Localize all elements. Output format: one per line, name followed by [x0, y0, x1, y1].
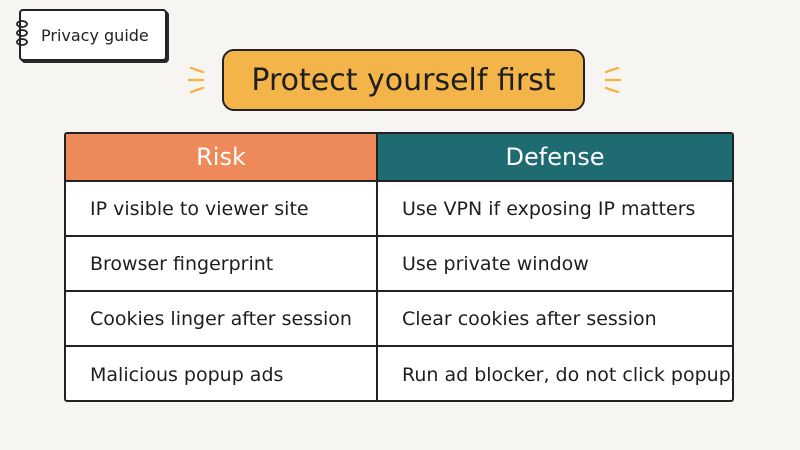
defense-cell: Run ad blocker, do not click popups — [402, 363, 734, 386]
table-row: Malicious popup ads Run ad blocker, do n… — [66, 347, 734, 400]
privacy-guide-tag: Privacy guide — [15, 5, 167, 61]
defense-cell: Use private window — [402, 252, 589, 275]
header-risk: Risk — [66, 134, 378, 180]
table-row: Browser fingerprint Use private window — [66, 237, 732, 292]
page-title: Protect yourself first — [251, 62, 556, 98]
table-row: IP visible to viewer site Use VPN if exp… — [66, 182, 732, 237]
table-row: Cookies linger after session Clear cooki… — [66, 292, 732, 347]
risk-defense-table: Risk Defense IP visible to viewer site U… — [64, 132, 734, 402]
tag-label: Privacy guide — [41, 25, 149, 45]
risk-cell: Cookies linger after session — [66, 292, 378, 345]
risk-cell: Browser fingerprint — [66, 237, 378, 290]
title-banner: Protect yourself first — [222, 49, 585, 111]
header-defense: Defense — [378, 134, 732, 180]
notebook-rings-icon — [16, 20, 28, 46]
tag-card: Privacy guide — [19, 9, 167, 61]
risk-cell: IP visible to viewer site — [66, 182, 378, 235]
sparkle-lines-icon — [187, 66, 205, 94]
defense-cell: Use VPN if exposing IP matters — [402, 197, 696, 220]
risk-cell: Malicious popup ads — [66, 347, 378, 400]
sparkle-lines-icon — [604, 66, 622, 94]
table-header-row: Risk Defense — [66, 134, 732, 182]
defense-cell: Clear cookies after session — [402, 307, 657, 330]
